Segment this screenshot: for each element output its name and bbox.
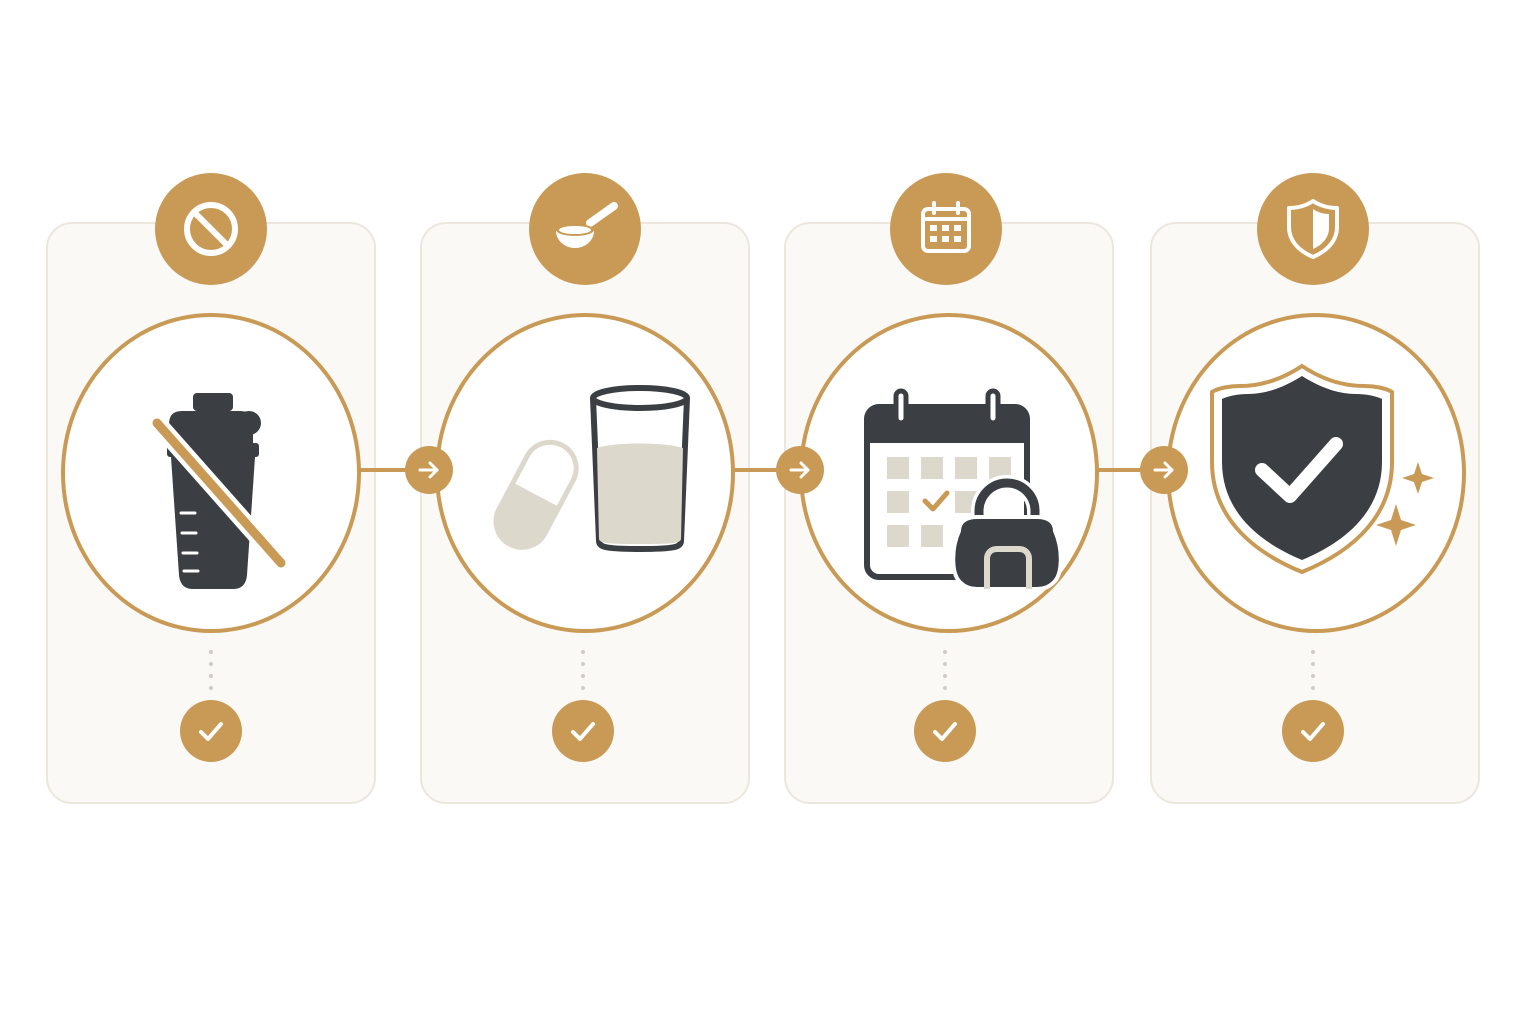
prohibited-icon [184, 202, 238, 256]
step-4-check-badge [1282, 700, 1344, 762]
crossed-out-shaker-bottle-icon [148, 393, 290, 589]
checkmark-icon [933, 722, 957, 741]
scoop-icon [556, 202, 618, 248]
arrow-right-icon [789, 461, 810, 479]
arrow-right-icon [418, 461, 439, 479]
calendar-badge [890, 173, 1002, 285]
arrow-node-1 [405, 446, 453, 494]
connector-line [730, 468, 820, 472]
calendar-and-gym-bag-icon [864, 388, 1063, 591]
connector-line [1094, 468, 1184, 472]
step-3-circle [799, 313, 1099, 633]
arrow-node-3 [1140, 446, 1188, 494]
shield-checkmark-sparkles-icon [1210, 363, 1434, 575]
step-1-circle [61, 313, 361, 633]
step-4-circle [1166, 313, 1466, 633]
shield-badge [1257, 173, 1369, 285]
step-1-check-badge [180, 700, 242, 762]
arrow-right-icon [1153, 461, 1174, 479]
checkmark-icon [199, 722, 223, 741]
step-2-circle [435, 313, 735, 633]
step-2-check-badge [552, 700, 614, 762]
dotted-connector [580, 650, 586, 690]
checkmark-icon [571, 722, 595, 741]
scoop-badge [529, 173, 641, 285]
dotted-connector [1310, 650, 1316, 690]
prohibited-badge [155, 173, 267, 285]
connector-line [356, 468, 446, 472]
shield-icon [1287, 199, 1339, 259]
step-3-check-badge [914, 700, 976, 762]
capsule-and-glass-icon [493, 385, 690, 552]
checkmark-icon [1301, 722, 1325, 741]
calendar-icon [921, 201, 971, 253]
arrow-node-2 [776, 446, 824, 494]
dotted-connector [942, 650, 948, 690]
dotted-connector [208, 650, 214, 690]
